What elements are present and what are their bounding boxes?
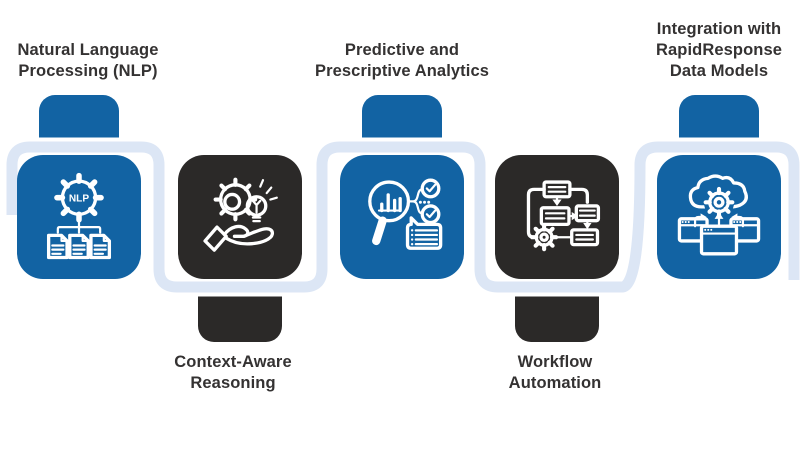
label-step-3: Predictive and Prescriptive Analytics (292, 40, 512, 82)
label-step-1: Natural Language Processing (NLP) (0, 40, 198, 82)
tab-step-4 (515, 274, 599, 342)
tile-step-5 (657, 155, 781, 279)
label-line: Processing (NLP) (18, 62, 158, 80)
tab-step-3 (362, 95, 442, 161)
label-line: Automation (508, 374, 602, 392)
tab-step-5 (679, 95, 759, 161)
label-step-2: Context-Aware Reasoning (123, 352, 343, 394)
nlp-icon-text: NLP (69, 193, 89, 204)
hand-gear-lightbulb-icon (203, 177, 278, 252)
tile-step-2 (178, 155, 302, 279)
tab-step-2 (198, 274, 282, 342)
label-line: Predictive and (344, 41, 460, 59)
flowchart-gear-icon (526, 180, 601, 252)
magnifier-chart-checks-icon (368, 178, 443, 250)
label-line: Reasoning (190, 374, 276, 392)
label-line: RapidResponse (656, 41, 782, 59)
label-line: Prescriptive Analytics (314, 62, 489, 80)
label-line: Data Models (669, 62, 769, 80)
nlp-gear-documents-icon: NLP (46, 172, 112, 260)
label-line: Natural Language (17, 41, 159, 59)
cloud-gear-windows-icon (677, 174, 761, 256)
label-line: Workflow (517, 353, 593, 371)
tile-step-1: NLP (17, 155, 141, 279)
label-step-5: Integration with RapidResponse Data Mode… (609, 19, 800, 82)
label-line: Integration with (656, 20, 782, 38)
tab-step-1 (39, 95, 119, 161)
tile-step-4 (495, 155, 619, 279)
tile-step-3 (340, 155, 464, 279)
label-step-4: Workflow Automation (445, 352, 665, 394)
label-line: Context-Aware (174, 353, 292, 371)
browser-window-center (699, 224, 739, 256)
